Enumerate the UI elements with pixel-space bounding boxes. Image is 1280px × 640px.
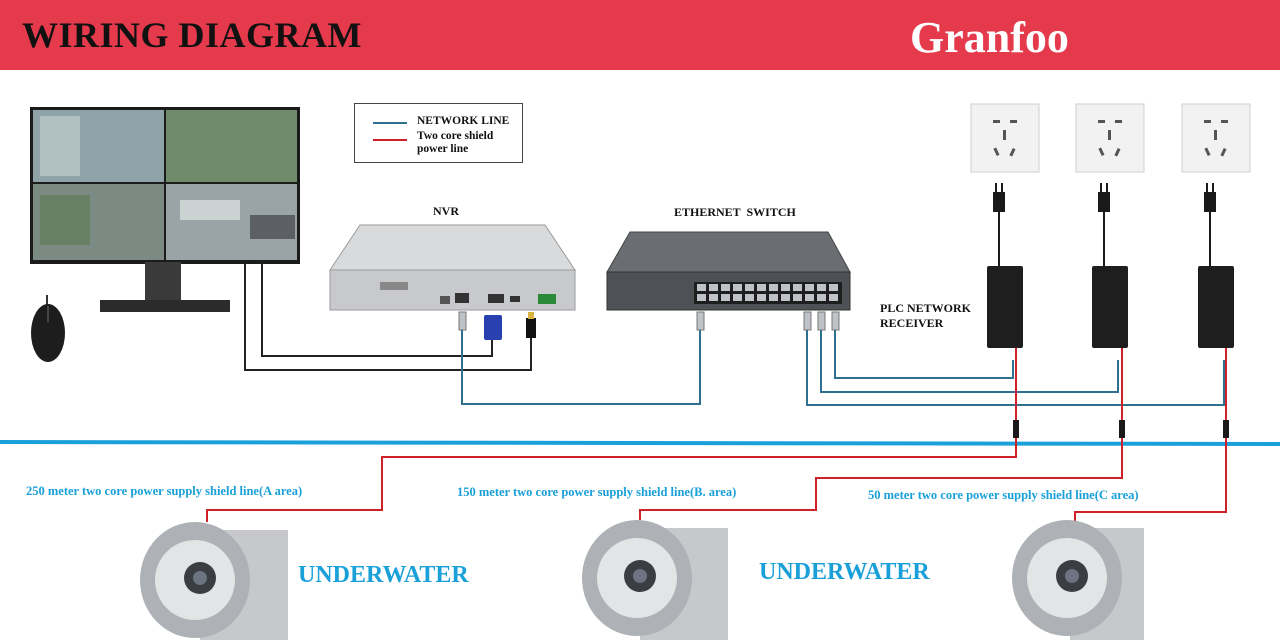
- switch-icon: [606, 231, 851, 311]
- switch-label: ETHERNET SWITCH: [674, 205, 796, 219]
- legend-label-network: NETWORK LINE: [417, 115, 510, 127]
- legend-item-network: NETWORK LINE: [355, 115, 522, 130]
- brand-logo-text: Granfoo: [910, 13, 1069, 62]
- cable-label-a: 250 meter two core power supply shield l…: [26, 484, 303, 498]
- cable-label-c: 50 meter two core power supply shield li…: [868, 488, 1139, 502]
- underwater-camera-icon: [140, 522, 288, 640]
- legend-swatch-power: [373, 139, 407, 141]
- wall-socket-icon: [970, 103, 1251, 173]
- rj45-connector-icon: [458, 311, 840, 331]
- water-surface-line: [0, 440, 1280, 446]
- power-adapter-icon: [987, 266, 1234, 348]
- underwater-camera-icon: [582, 520, 728, 640]
- monitor-icon: [30, 107, 300, 312]
- nvr-label: NVR: [433, 204, 459, 218]
- page-title: WIRING DIAGRAM: [22, 15, 362, 55]
- cable-label-b: 150 meter two core power supply shield l…: [457, 485, 737, 499]
- underwater-label-right: UNDERWATER: [759, 559, 930, 585]
- usb-connector-icon: [526, 312, 536, 338]
- underwater-camera-icon: [1012, 520, 1144, 640]
- plug-icon: [993, 183, 1216, 212]
- underwater-label-left: UNDERWATER: [298, 562, 469, 588]
- header-bar: [0, 0, 1280, 70]
- nvr-icon: [329, 224, 576, 311]
- legend-swatch-network: [373, 122, 407, 124]
- mouse-icon: [31, 295, 65, 362]
- plc-label-line2: RECEIVER: [880, 316, 944, 330]
- vga-connector-icon: [484, 315, 502, 340]
- plc-label-line1: PLC NETWORK: [880, 301, 972, 315]
